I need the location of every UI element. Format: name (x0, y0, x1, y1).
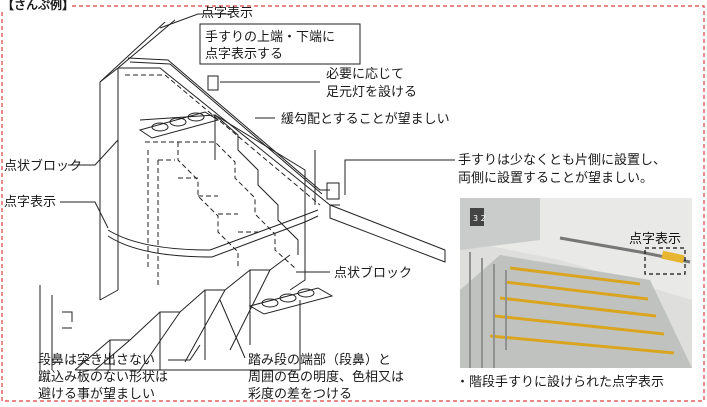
label-tenji-hyouji-left: 点字表示 (4, 195, 56, 210)
label-tesuri-side-line1: 手すりは少なくとも片側に設置し、 (458, 152, 666, 168)
label-photo-caption: ・階段手すりに設けられた点字表示 (456, 374, 664, 390)
tesuri-callout-box (199, 23, 361, 65)
figure-border (1, 5, 705, 402)
photo-sign-number: 3 2 (473, 214, 486, 223)
staircase-drawing (39, 19, 446, 371)
label-tesuri-line1: 手すりの上端・下端に (205, 30, 335, 45)
staircase-photo: 3 2 点字表示 (460, 198, 692, 368)
label-fumizura-line3: 彩度の差をつける (248, 386, 352, 402)
label-tesuri-side-line2: 両側に設置することが望ましい。 (458, 170, 653, 186)
label-kankoubai: 緩勾配とすることが望ましい (281, 111, 450, 127)
header-fragment: 【さんぷ例】 (2, 0, 74, 12)
photo-tenji-label: 点字表示 (629, 232, 681, 247)
label-tenjo-block-bottom: 点状ブロック (334, 265, 412, 281)
label-ashimoto-line2: 足元灯を設ける (326, 84, 417, 100)
foot-light-icon (326, 182, 340, 200)
foot-light-icon (207, 75, 219, 91)
label-fumizura-line1: 踏み段の端部（段鼻）と (248, 352, 391, 368)
label-tenjo-block-left: 点状ブロック (4, 158, 82, 174)
label-danbana-line3: 避ける事が望ましい (38, 386, 155, 402)
tactile-block-bottom (248, 287, 334, 315)
label-danbana-line1: 段鼻は突き出さない (38, 352, 155, 368)
label-ashimoto-line1: 必要に応じて (326, 67, 404, 82)
tactile-block-top (138, 111, 220, 139)
label-danbana-line2: 蹴込み板のない形状は (38, 370, 168, 385)
sign-glyph (62, 311, 73, 329)
label-fumizura-line2: 周囲の色の明度、色相又は (248, 369, 404, 385)
leader-lines (60, 13, 455, 361)
label-tesuri-line2: 点字表示する (205, 47, 283, 62)
label-tenji-hyouji-top: 点字表示 (201, 6, 253, 21)
